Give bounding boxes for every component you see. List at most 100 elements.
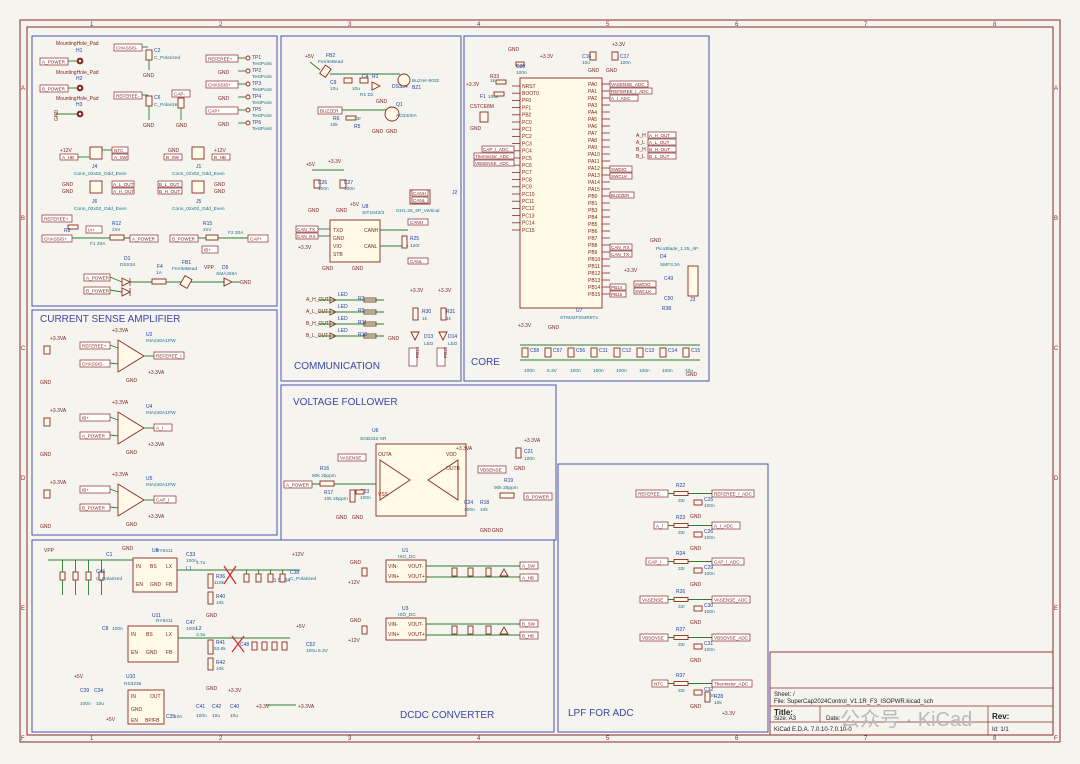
svg-text:CAN_TX: CAN_TX [611, 252, 629, 257]
iso-val: ISO_DC [398, 554, 416, 560]
svg-text:+5V: +5V [74, 674, 84, 680]
communication-box [280, 35, 462, 382]
svg-text:2mr: 2mr [112, 227, 121, 233]
mcu-pin-left: PF1 [522, 105, 531, 111]
amp-cap-gnd: GND [40, 452, 52, 458]
lpf-out-label: VBSENSE_ADC [714, 636, 749, 641]
mcu-pin-right: PB10 [588, 257, 600, 263]
svg-text:B_POWER: B_POWER [86, 289, 110, 294]
svg-text:GND: GND [548, 325, 560, 331]
svg-text:Conn_02x02_Odd_Even: Conn_02x02_Odd_Even [172, 171, 225, 177]
svg-text:C29: C29 [704, 565, 713, 571]
mcu-pin-right: PB12 [588, 271, 600, 277]
svg-text:10k 25ppm: 10k 25ppm [324, 496, 348, 502]
svg-text:100n: 100n [464, 507, 475, 513]
mcu-pin-right: PA7 [588, 131, 597, 137]
mcu-pin-left: PC14 [522, 221, 535, 227]
communication-title: COMMUNICATION [294, 361, 380, 372]
svg-text:MountingHole_Pad: MountingHole_Pad [56, 70, 99, 76]
svg-text:R26: R26 [676, 589, 685, 595]
svg-text:DSS34: DSS34 [392, 84, 408, 90]
svg-text:100n: 100n [196, 713, 207, 719]
svg-text:R19: R19 [504, 478, 513, 484]
svg-text:C26: C26 [704, 529, 713, 535]
svg-text:FB: FB [166, 650, 173, 656]
svg-text:C40: C40 [230, 704, 239, 710]
tp-net-flag [205, 80, 239, 89]
lpf-in-label: CAP_I [648, 560, 661, 565]
amp-val: INA240A1PW [146, 482, 176, 488]
lpf-out-flag [711, 633, 751, 642]
iso-out2-label: A_HB [522, 576, 534, 581]
svg-text:REFEREE-: REFEREE- [116, 94, 140, 99]
iso-out1-flag [519, 561, 539, 570]
svg-text:C_Polarized: C_Polarized [154, 55, 180, 61]
lpf-gnd: GND [690, 582, 702, 588]
led-gnd: GND [388, 336, 400, 342]
mcu-pin-right: PB15 [588, 292, 600, 298]
col-tick: 2 [219, 22, 223, 28]
svg-text:R11: R11 [358, 320, 367, 326]
mcu-pin-left: PC2 [522, 134, 532, 140]
connector-j1: GND B_SW +12V B_HB J1 Conn_02x02_Odd_Eve… [163, 146, 231, 177]
svg-text:R16: R16 [320, 466, 329, 472]
svg-text:OUT: OUT [150, 694, 161, 700]
mcu-pin-right: PB1 [588, 201, 598, 207]
svg-text:C21: C21 [524, 449, 533, 455]
amp-gnd: GND [126, 378, 138, 384]
svg-text:GND: GND [131, 707, 143, 713]
svg-text:A_H_OUT: A_H_OUT [113, 189, 134, 194]
amp-ref: U2 [146, 332, 153, 338]
col-tick: 7 [864, 22, 868, 28]
svg-text:C23: C23 [360, 489, 369, 495]
svg-text:GND: GND [352, 515, 364, 521]
mcu-pin-right: PB9 [588, 250, 598, 256]
lpf-out-label: VASENSE_ADC [714, 598, 748, 603]
svg-text:BP/FB: BP/FB [145, 718, 160, 724]
svg-text:L2: L2 [196, 626, 202, 632]
row-tick-right: B [1054, 216, 1058, 222]
svg-text:VOUT-: VOUT- [408, 564, 424, 570]
svg-text:GND: GND [386, 129, 398, 135]
svg-text:B_H: B_H [636, 147, 646, 153]
tp-net-label: CHASSIS+ [208, 83, 231, 88]
mcu-pin-right: PA13 [588, 173, 600, 179]
svg-text:Conn_02x02_Odd_Even: Conn_02x02_Odd_Even [74, 206, 127, 212]
iso-out1-label: B_SW [522, 622, 536, 627]
svg-text:VDD: VDD [446, 452, 457, 458]
lpf-out-flag [711, 489, 755, 498]
mcu-pin-left: PC6 [522, 163, 532, 169]
col-tick: 5 [606, 22, 610, 28]
lpf-gnd: GND [690, 546, 702, 552]
mcu-pin-left: PC15 [522, 228, 535, 234]
svg-text:R31: R31 [446, 309, 455, 315]
svg-text:IB+: IB+ [204, 248, 211, 253]
svg-text:C27: C27 [344, 180, 353, 186]
svg-text:10k: 10k [714, 700, 722, 706]
svg-text:6.3V: 6.3V [547, 368, 558, 374]
svg-text:GND: GND [492, 528, 504, 534]
svg-text:GND: GND [54, 110, 60, 122]
svg-text:10u: 10u [352, 86, 360, 92]
svg-text:STB: STB [333, 252, 343, 258]
mcu-pin-right: PA5 [588, 117, 597, 123]
mcu-pin-right: PA1 [588, 89, 597, 95]
iso-ref: U3 [402, 606, 409, 612]
svg-text:+12V: +12V [214, 148, 226, 154]
mcu-pin-right: PB0 [588, 194, 598, 200]
svg-text:10n: 10n [174, 714, 182, 720]
svg-text:10k: 10k [480, 507, 488, 513]
svg-text:R6: R6 [333, 116, 340, 122]
col-tick: 8 [993, 22, 997, 28]
svg-text:53.6k: 53.6k [214, 646, 226, 652]
amp-supply: +3.3VA [112, 472, 129, 478]
svg-text:J6: J6 [92, 199, 98, 205]
dcdc-box [31, 539, 555, 733]
svg-text:C20: C20 [516, 64, 525, 70]
col-tick-bottom: 1 [90, 736, 94, 742]
svg-text:CHASSIS+: CHASSIS+ [44, 237, 67, 242]
svg-text:LED: LED [424, 341, 434, 347]
svg-text:Q1: Q1 [396, 102, 403, 108]
